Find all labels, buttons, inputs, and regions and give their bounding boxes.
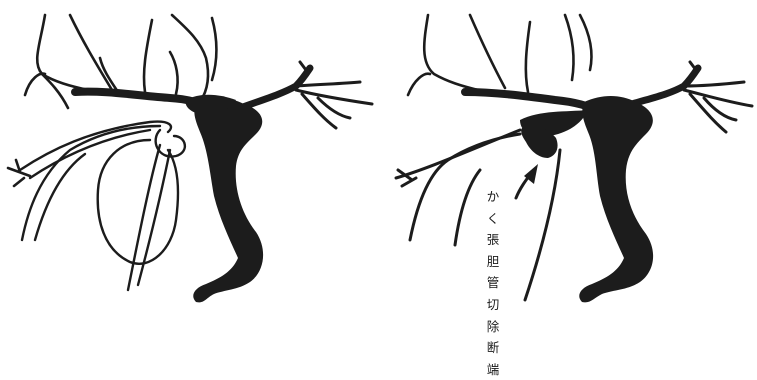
left-stent-outline-1: [20, 122, 171, 170]
caption-line-8: 端: [486, 359, 500, 380]
left-panel-biliary-tree: [8, 15, 372, 290]
biliary-diagram-figure: [0, 0, 757, 367]
caption-line-5: 切: [486, 294, 500, 316]
right-branch-6: [580, 15, 592, 70]
right-lower-branch-2: [410, 134, 520, 240]
left-stent-outline-4: [35, 154, 85, 240]
right-left-hepatic-duct: [465, 92, 600, 112]
left-branch-2: [25, 74, 45, 95]
right-branch-2: [408, 74, 430, 95]
left-branch-4: [70, 15, 112, 90]
right-branch-4: [526, 22, 530, 92]
right-branch-1: [424, 15, 478, 90]
left-branch-10: [8, 160, 30, 186]
left-branch-1: [37, 15, 88, 90]
right-right-fine-1: [684, 82, 744, 86]
right-branch-5: [565, 15, 574, 80]
right-common-bile-duct: [579, 96, 653, 302]
caption-line-3: 胆: [486, 251, 500, 273]
left-right-hepatic-branch: [240, 68, 310, 108]
left-right-fine-5: [300, 62, 306, 70]
right-branch-3: [470, 15, 505, 88]
caption-line-4: 管: [486, 272, 500, 294]
right-right-fine-5: [690, 62, 696, 70]
caption-line-6: 除: [486, 316, 500, 338]
right-lower-branch-3: [455, 170, 480, 245]
left-stent-outline-3: [22, 126, 160, 240]
caption-line-7: 断: [486, 337, 500, 359]
left-right-fine-1: [296, 82, 360, 86]
left-branch-6: [144, 20, 152, 92]
right-panel-biliary-tree: [396, 15, 752, 300]
left-common-bile-duct: [193, 98, 263, 302]
left-branch-9: [170, 52, 178, 94]
transected-duct-caption: かく 張 胆 管 切 除 断 端: [486, 186, 500, 380]
caption-line-2: 張: [486, 229, 500, 251]
left-branch-8: [212, 18, 217, 80]
caption-line-1: かく: [486, 186, 500, 229]
